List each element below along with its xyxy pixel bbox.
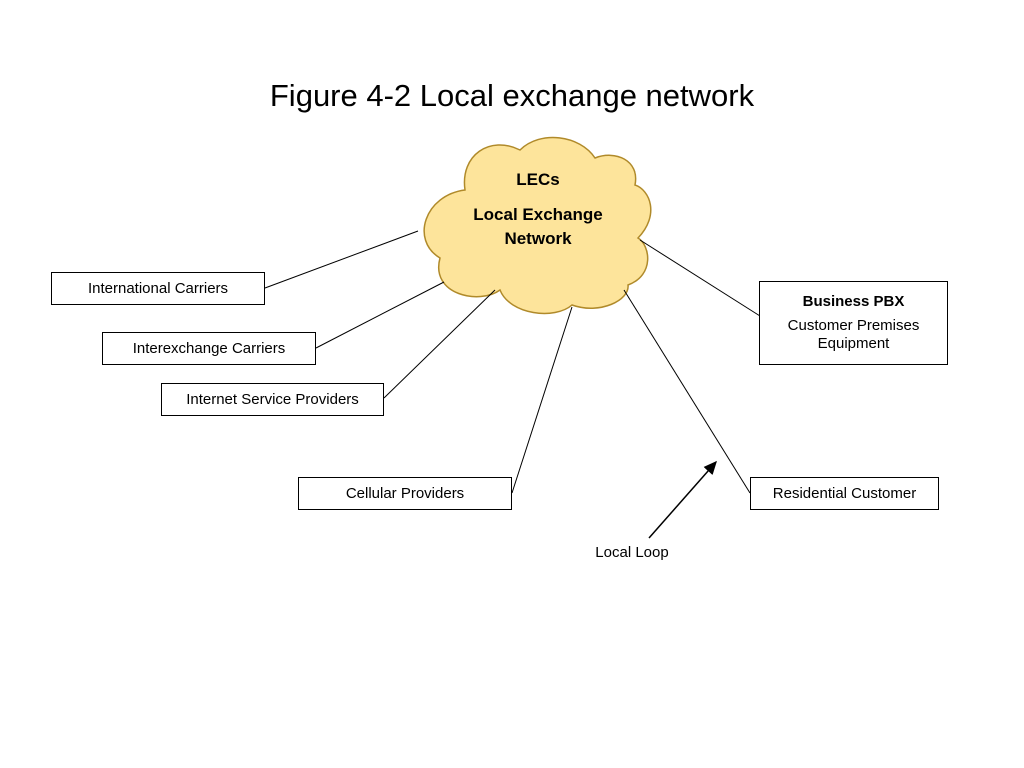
figure-title: Figure 4-2 Local exchange network	[269, 78, 755, 113]
box-residential-label: Residential Customer	[772, 484, 917, 502]
box-international-label: International Carriers	[87, 279, 229, 297]
box-residential-customer: Residential Customer	[750, 477, 939, 510]
box-internet-service-providers: Internet Service Providers	[161, 383, 384, 416]
line-cellular	[511, 306, 573, 494]
line-pbx	[639, 239, 761, 317]
cloud-label: LECs Local Exchange Network	[468, 168, 608, 251]
local-loop-arrow	[648, 460, 717, 539]
pbx-title: Business PBX	[802, 293, 905, 310]
line-international	[264, 230, 419, 289]
pbx-subtitle: Customer Premises Equipment	[787, 317, 920, 352]
box-international-carriers: International Carriers	[51, 272, 265, 305]
box-isp-label: Internet Service Providers	[186, 390, 359, 408]
line-interexchange	[315, 281, 445, 349]
box-interexchange-label: Interexchange Carriers	[132, 339, 286, 357]
box-interexchange-carriers: Interexchange Carriers	[102, 332, 316, 365]
box-cellular-label: Cellular Providers	[345, 484, 465, 502]
box-cellular-providers: Cellular Providers	[298, 477, 512, 510]
cloud-heading: LECs	[516, 170, 560, 189]
local-loop-label: Local Loop	[595, 544, 669, 561]
line-residential	[623, 289, 751, 494]
box-business-pbx: Business PBX Customer Premises Equipment	[759, 281, 948, 365]
cloud-name: Local Exchange Network	[473, 205, 603, 248]
line-isp	[383, 289, 496, 399]
